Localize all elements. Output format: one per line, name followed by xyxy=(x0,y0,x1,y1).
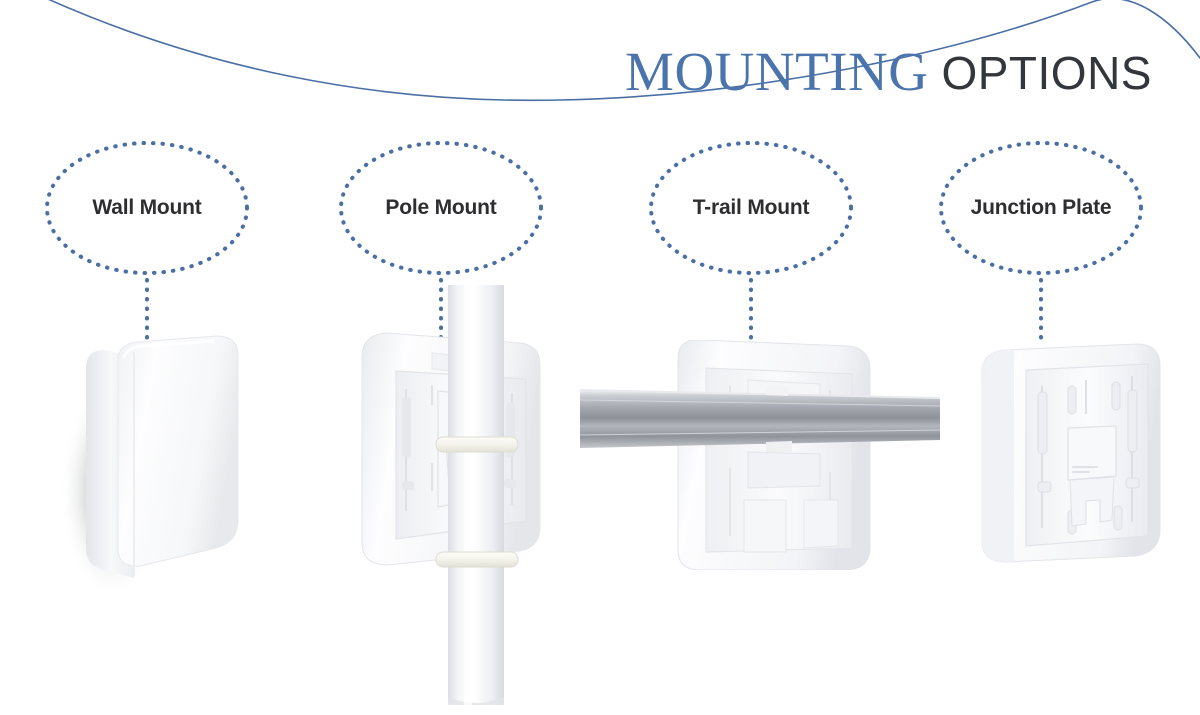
ellipse-junction-plate: Junction Plate xyxy=(936,138,1146,278)
dotted-ellipse-icon xyxy=(45,141,249,275)
label-pole-mount: Pole Mount xyxy=(385,196,497,219)
label-wall-mount: Wall Mount xyxy=(92,196,202,219)
label-junction-plate: Junction Plate xyxy=(970,196,1112,219)
callout-junction-plate[interactable]: Junction Plate xyxy=(936,138,1146,348)
leader-line-wall-mount xyxy=(144,278,150,348)
callout-t-rail-mount[interactable]: T-rail Mount xyxy=(646,138,856,348)
illustration-t-rail-mount xyxy=(580,340,940,570)
dotted-ellipse-icon xyxy=(649,141,853,275)
callout-wall-mount[interactable]: Wall Mount xyxy=(42,138,252,348)
ellipse-pole-mount: Pole Mount xyxy=(336,138,546,278)
leader-line-junction-plate xyxy=(1038,278,1044,348)
illustration-junction-plate xyxy=(968,340,1188,570)
illustration-pole-mount xyxy=(340,285,570,705)
ellipse-t-rail-mount: T-rail Mount xyxy=(646,138,856,278)
illustration-wall-mount xyxy=(48,330,268,630)
page-title-secondary: OPTIONS xyxy=(941,47,1152,99)
callout-pole-mount[interactable]: Pole Mount xyxy=(336,138,546,348)
page-title-primary: MOUNTING xyxy=(625,41,929,102)
dotted-ellipse-icon xyxy=(939,141,1143,275)
page-title: MOUNTING OPTIONS xyxy=(625,44,1152,99)
leader-line-t-rail-mount xyxy=(748,278,754,348)
leader-line-pole-mount xyxy=(438,278,444,348)
dotted-ellipse-icon xyxy=(339,141,543,275)
label-t-rail-mount: T-rail Mount xyxy=(692,196,810,219)
ellipse-wall-mount: Wall Mount xyxy=(42,138,252,278)
